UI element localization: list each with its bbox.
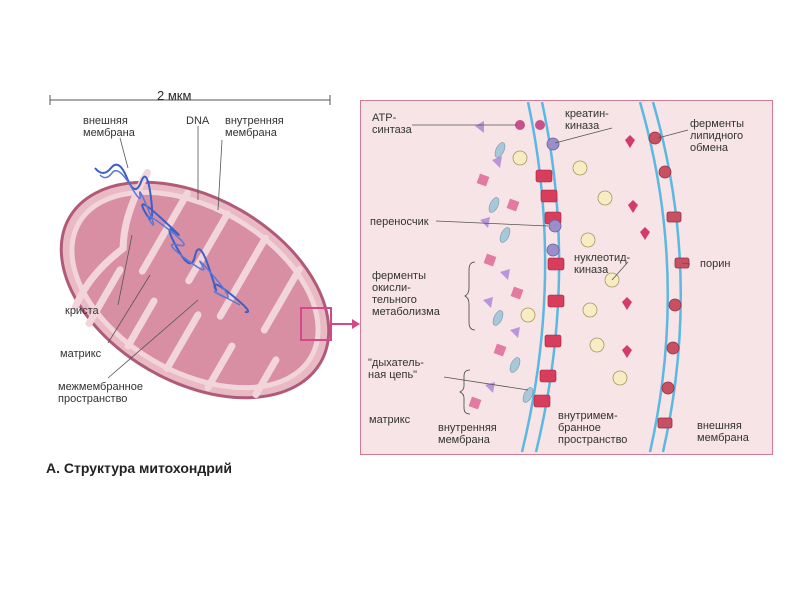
label-inner-membrane: внутренняя мембрана [225, 115, 284, 139]
intermembrane-metabolites [512, 150, 628, 386]
matrix-pink-squares [468, 173, 524, 410]
label-atp-synthase: ATP- синтаза [372, 112, 412, 136]
label-dna: DNA [186, 115, 210, 127]
label-oxidative-enzymes: ферменты окисли- тельного метаболизма [372, 270, 440, 318]
matrix-enzyme-icons [475, 121, 520, 393]
label-detail-intermembrane-space: внутримем- бранное пространство [558, 410, 628, 446]
transporter-icons [546, 137, 562, 257]
membrane-detail-panel [360, 100, 773, 455]
nucleotide-kinase-icons [622, 135, 650, 358]
label-braces [459, 261, 476, 415]
label-respiratory-chain: "дыхатель- ная цепь" [368, 357, 424, 381]
scale-bar-label: 2 мкм [157, 88, 192, 103]
label-porin: порин [700, 258, 731, 270]
figure-caption: А. Структура митохондрий [46, 460, 232, 476]
inner-membrane-proteins [533, 169, 565, 408]
label-creatine-kinase: креатин- киназа [565, 108, 609, 132]
label-outer-membrane: внешняя мембрана [83, 115, 135, 139]
label-detail-matrix: матрикс [369, 414, 411, 426]
label-detail-inner-membrane: внутренняя мембрана [438, 422, 497, 446]
zoom-arrow [352, 319, 360, 329]
matrix-capsules [488, 142, 534, 403]
cristae [71, 168, 303, 398]
label-lipid-enzymes: ферменты липидного обмена [690, 118, 744, 154]
outer-membrane-proteins [648, 131, 690, 429]
atp-synthase-icons [515, 120, 545, 130]
label-nucleotide-kinase: нуклеотид- киназа [574, 252, 631, 276]
label-matrix: матрикс [60, 348, 102, 360]
label-crista: криста [65, 305, 99, 317]
label-detail-outer-membrane: внешняя мембрана [697, 420, 749, 444]
label-intermembrane-space: межмембранное пространство [58, 381, 143, 405]
label-transporter: переносчик [370, 216, 429, 228]
